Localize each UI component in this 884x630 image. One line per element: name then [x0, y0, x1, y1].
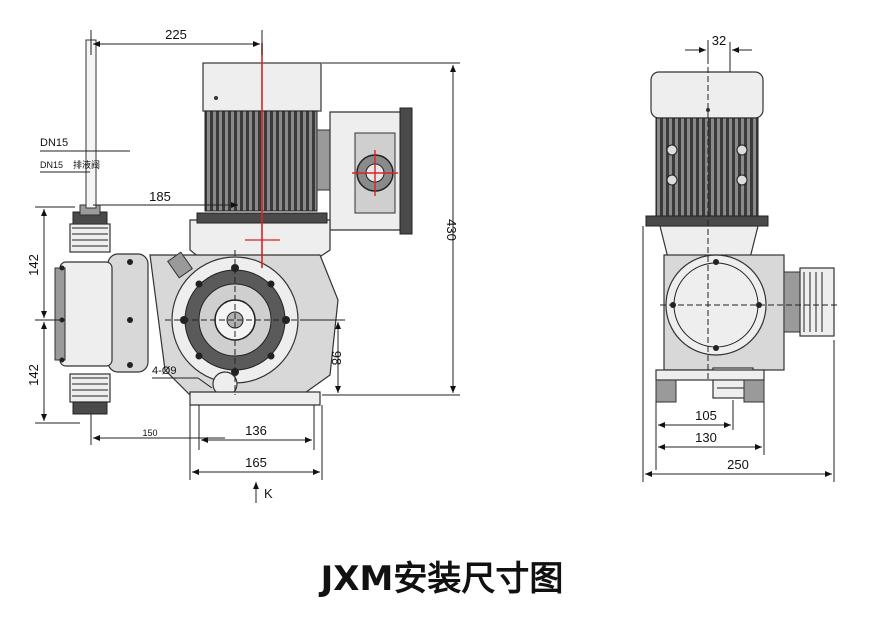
side-view: 32 105 130 250 — [642, 33, 840, 482]
dim-165: 165 — [245, 455, 267, 470]
dim-32: 32 — [712, 33, 726, 48]
dim-136: 136 — [245, 423, 267, 438]
motor-body — [204, 110, 318, 212]
dim-430: 430 — [444, 219, 459, 241]
view-k-label: K — [264, 486, 273, 501]
mounting-base — [189, 391, 321, 406]
dim-105: 105 — [695, 408, 717, 423]
dim-250: 250 — [727, 457, 749, 472]
dim-150: 150 — [142, 428, 157, 438]
dim-142-upper: 142 — [26, 254, 41, 276]
dim-130: 130 — [695, 430, 717, 445]
dim-98: 98 — [329, 351, 344, 365]
dim-225: 225 — [165, 27, 187, 42]
dim-dn15-outlet: DN15 — [40, 137, 68, 149]
dim-4-holes: 4-Ø9 — [152, 365, 176, 377]
front-view: 225 DN15 DN15 排液阀 185 142 142 430 98 4-Ø… — [26, 27, 460, 503]
dim-dn15-drain: DN15 — [40, 160, 63, 170]
pump-head — [107, 253, 149, 373]
drain-valve-note: 排液阀 — [73, 159, 100, 170]
drawing-title: JXM安装尺寸图 — [319, 559, 564, 599]
dim-142-lower: 142 — [26, 364, 41, 386]
dim-185: 185 — [149, 189, 171, 204]
